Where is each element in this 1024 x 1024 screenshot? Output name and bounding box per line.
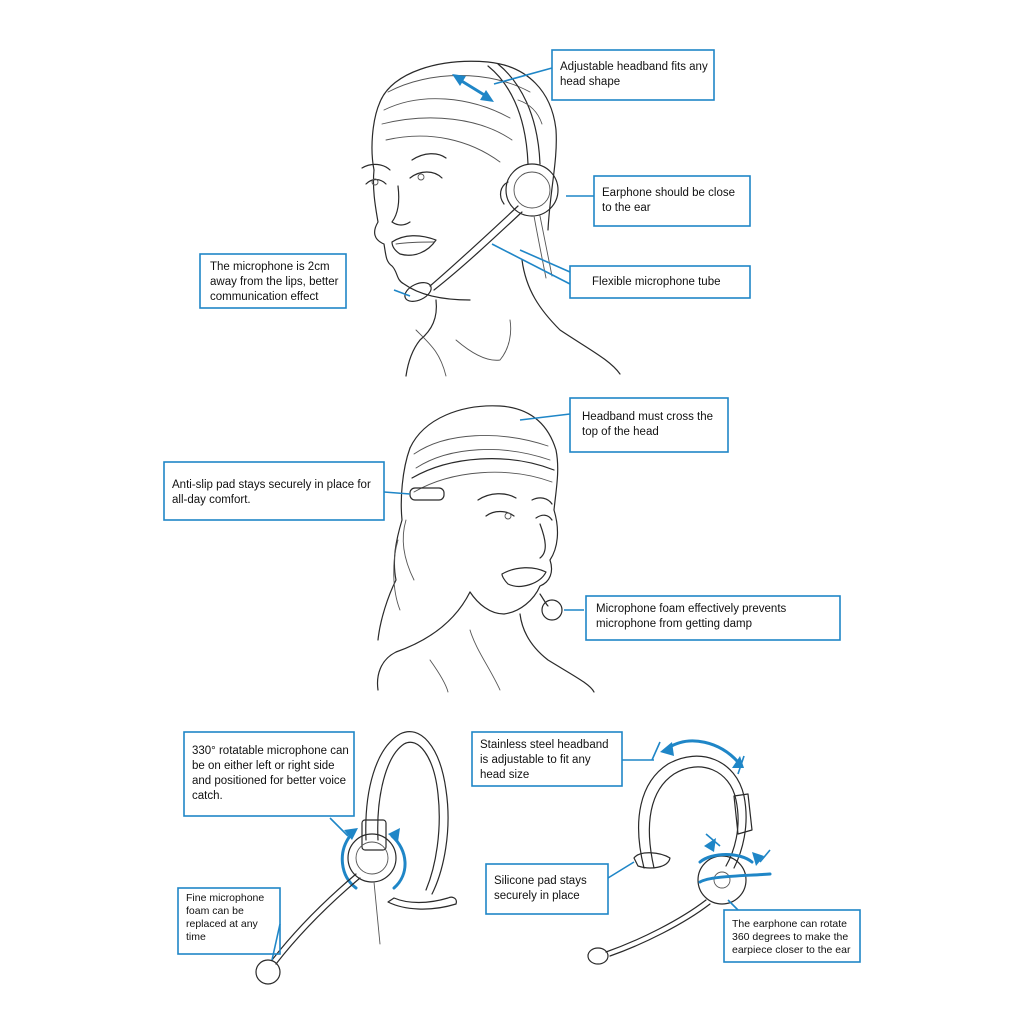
callout-anti-slip: Anti-slip pad stays securely in place fo…: [172, 479, 371, 506]
callout-boxes: [163, 49, 861, 963]
figure-headset-left: [255, 731, 457, 985]
box-mic-2cm: [199, 253, 347, 309]
callout-mic-2cm: The microphone is 2cm away from the lips…: [210, 261, 339, 303]
leaders-figure-3: [271, 817, 349, 961]
figure-headset-right: [587, 739, 772, 965]
callout-rotatable-mic: 330° rotatable microphone can be on eith…: [192, 745, 349, 802]
callout-headband-cross: Headband must cross the top of the head: [582, 411, 714, 438]
box-silicone-pad: [485, 863, 609, 915]
callout-silicone-pad: Silicone pad stays securely in place: [494, 875, 587, 902]
callout-earphone-close: Earphone should be close to the ear: [602, 187, 735, 214]
callout-foam-replace: Fine microphone foam can be replaced at …: [186, 892, 265, 943]
leaders-figure-4: [607, 759, 739, 911]
figure-woman-headset-side: [376, 405, 595, 693]
box-rotatable-mic: [183, 731, 355, 817]
figure-woman-headset-front: [361, 60, 621, 377]
callout-earphone-rotate: The earphone can rotate 360 degrees to m…: [732, 918, 851, 956]
callout-foam-damp: Microphone foam effectively prevents mic…: [596, 603, 787, 630]
box-stainless-headband: [471, 731, 623, 787]
callout-stainless-headband: Stainless steel headband is adjustable t…: [480, 739, 609, 781]
callout-headband-fits: Adjustable headband fits any head shape: [560, 61, 708, 88]
box-anti-slip: [163, 461, 385, 521]
box-foam-replace: [177, 887, 281, 955]
box-earphone-close: [593, 175, 751, 227]
box-headband-fits: [551, 49, 715, 101]
leaders-figure-1: [393, 67, 594, 297]
box-flexible-tube: [569, 265, 751, 299]
box-foam-damp: [585, 595, 841, 641]
box-earphone-rotate: [723, 909, 861, 963]
callout-flexible-tube: Flexible microphone tube: [592, 276, 721, 288]
box-headband-cross: [569, 397, 729, 453]
leaders-figure-2: [383, 413, 584, 611]
